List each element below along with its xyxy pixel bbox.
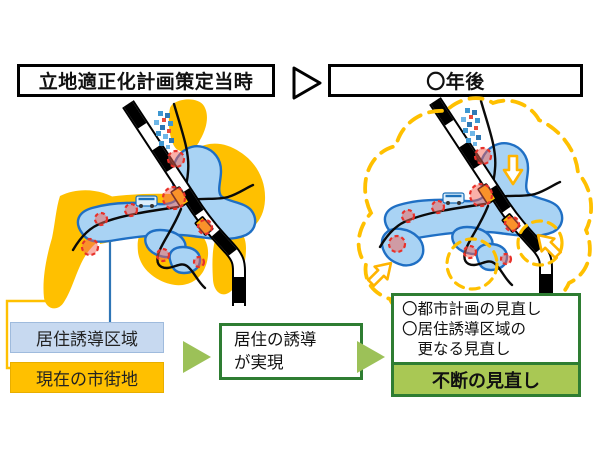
title-before-box: 立地適正化計画策定当時: [17, 64, 275, 97]
legend-current-urban-area: 現在の市街地: [10, 362, 164, 393]
legend-connector-yellow: [5, 299, 46, 370]
continuous-review-banner: 不断の見直し: [394, 362, 578, 394]
realization-line1: 居住の誘導: [234, 331, 317, 350]
realization-box: 居住の誘導 が実現: [219, 323, 363, 380]
realization-line2: が実現: [234, 353, 284, 372]
review-item-3: 更なる見直し: [417, 341, 511, 359]
bus-icon: [441, 191, 466, 207]
title-after-box: 〇年後: [328, 64, 583, 97]
legend-residential-zone: 居住誘導区域: [10, 322, 164, 353]
title-before-label: 立地適正化計画策定当時: [38, 72, 254, 93]
review-item-1: 〇都市計画の見直し: [402, 301, 542, 318]
focus-dashed-circle: [516, 219, 564, 267]
flow-arrow-icon: [357, 341, 385, 373]
legend-current-urban-area-label: 現在の市街地: [36, 370, 138, 389]
title-after-label: 〇年後: [426, 72, 485, 93]
flow-arrow-icon: [183, 341, 211, 373]
bus-icon: [134, 194, 159, 210]
map-before: [5, 99, 266, 370]
legend-residential-zone-label: 居住誘導区域: [36, 330, 138, 349]
transition-triangle-icon: [292, 66, 322, 100]
continuous-review-label: 不断の見直し: [432, 370, 540, 391]
map-after: [356, 98, 593, 321]
review-items: 〇都市計画の見直し 〇居住誘導区域の 更なる見直し: [394, 296, 578, 362]
review-box: 〇都市計画の見直し 〇居住誘導区域の 更なる見直し 不断の見直し: [391, 293, 581, 397]
focus-dashed-circle: [445, 237, 499, 291]
review-item-2: 〇居住誘導区域の: [402, 321, 527, 339]
